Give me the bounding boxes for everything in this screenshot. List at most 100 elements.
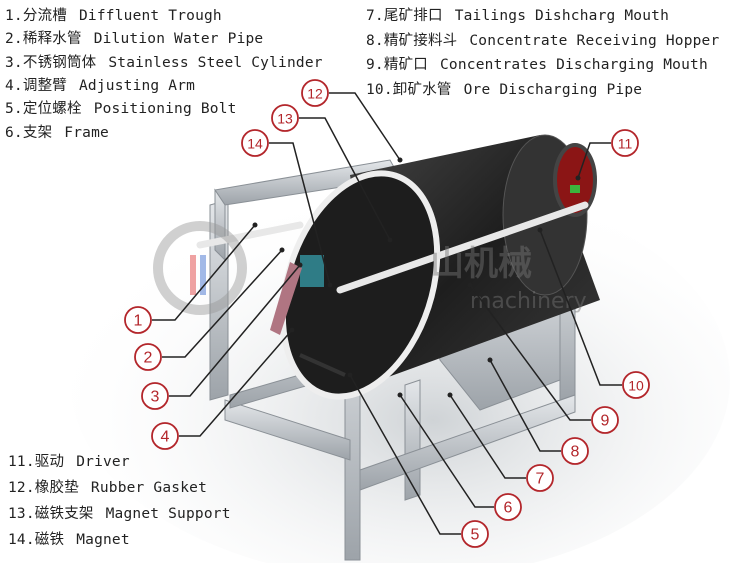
callout-number: 7 [536,471,545,488]
leader-dot [387,237,393,243]
legend-en: Concentrates Discharging Mouth [439,57,708,73]
legend-zh: 定位螺栓 [22,101,82,118]
callout-4: 4 [151,327,295,450]
leader-line [269,142,331,286]
leader-line [299,117,391,241]
callout-circle [151,422,179,450]
leader-dot [297,262,303,268]
leader-line [577,142,611,179]
legend-en: Dilution Water Pipe [93,31,264,48]
leader-line [329,92,401,161]
callout-circle [461,520,489,548]
legend-zh: 稀释水管 [22,31,82,48]
legend-num: 1. [5,8,23,24]
callout-number: 1 [134,313,143,330]
callout-number: 13 [277,111,293,127]
callout-number: 8 [571,444,580,461]
leader-dot [397,392,403,398]
leader-line [179,329,293,437]
callout-number: 11 [618,136,633,152]
legend-zh: 不锈钢筒体 [22,54,97,71]
callout-5: 5 [347,372,489,548]
leader-dot [279,247,285,253]
legend-num: 8. [366,32,384,49]
callout-14: 14 [241,129,333,288]
callout-number: 10 [628,378,644,394]
callout-circle [271,104,299,132]
callout-1: 1 [124,222,258,334]
legend-num: 12. [8,480,35,496]
callout-3: 3 [141,262,303,410]
callout-circle [141,382,169,410]
leader-dot [397,157,403,163]
leader-line [539,229,622,386]
callout-10: 10 [537,227,650,399]
legend-en: Magnet [76,532,130,548]
leader-line [399,394,494,508]
callout-7: 7 [447,392,554,492]
callout-12: 12 [301,79,403,163]
leader-line [469,284,591,421]
svg-text:machinery: machinery [470,289,587,314]
legend-num: 11. [8,454,35,470]
leader-dot [487,357,493,363]
legend-en: Frame [64,124,109,141]
callout-11: 11 [575,129,639,181]
legend-zh: 磁铁支架 [34,506,94,522]
driver-motor [553,143,597,217]
callout-number: 5 [471,527,480,544]
legend-en: Driver [76,454,130,470]
legend-zh: 橡胶垫 [34,480,79,496]
leader-dot [447,392,453,398]
legend-num: 4. [5,77,23,94]
legend-num: 6. [5,124,23,141]
legend-num: 9. [366,57,384,73]
callout-13: 13 [271,104,393,243]
callout-6: 6 [397,392,522,521]
leader-dot [252,222,258,228]
legend-num: 10. [366,81,393,98]
callout-circle [561,437,589,465]
callout-circle [494,493,522,521]
legend-zh: 磁铁 [34,532,65,548]
leader-dot [289,327,295,333]
legend-zh: 支架 [22,124,53,141]
callout-circle [591,406,619,434]
callout-2: 2 [134,247,285,371]
leader-line [449,394,526,479]
bearing-block [300,255,324,287]
legend-en: Positioning Bolt [93,101,237,118]
callout-number: 2 [144,350,153,367]
leader-line [162,249,283,358]
leader-dot [467,282,473,288]
leader-dot [575,175,581,181]
callout-number: 14 [247,136,263,152]
legend-zh: 驱动 [34,454,65,470]
legend-zh: 尾矿排口 [383,8,443,24]
leader-dot [537,227,543,233]
legend-zh: 精矿接料斗 [383,32,458,49]
leader-line [152,224,256,321]
callout-circle [134,343,162,371]
legend-num: 7. [366,8,384,24]
legend-zh: 分流槽 [22,8,67,24]
callout-number: 12 [307,86,323,102]
callout-number: 6 [504,500,513,517]
pipes [196,201,589,294]
legend-en: Concentrate Receiving Hopper [469,32,720,49]
callout-circle [611,129,639,157]
callout-number: 9 [601,413,610,430]
legend-num: 13. [8,506,35,522]
leader-line [349,374,461,535]
svg-text:山机械: 山机械 [430,244,532,284]
legend-item: 11.驱动 Driver [8,450,130,471]
